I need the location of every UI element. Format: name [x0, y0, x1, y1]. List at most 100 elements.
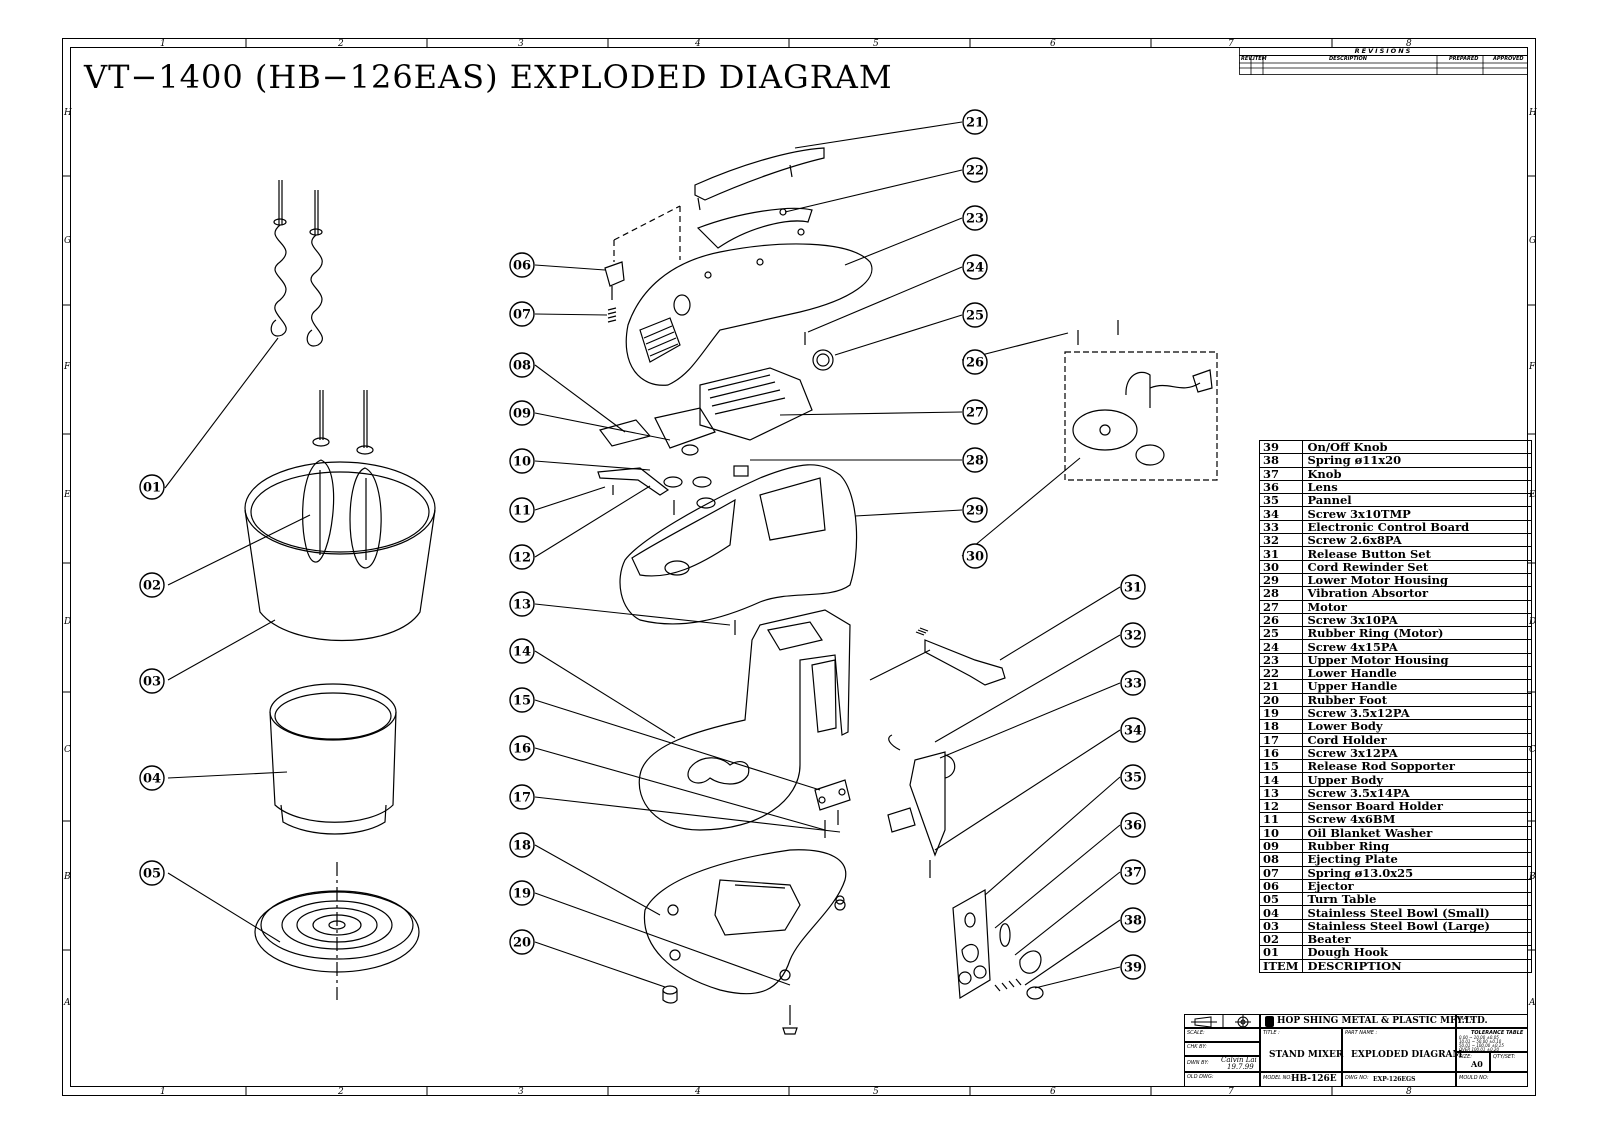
rev-header-description: DESCRIPTION [1329, 56, 1367, 62]
part-item-number: 26 [1258, 612, 1304, 628]
zone-column-label-top: 8 [1406, 39, 1412, 49]
callout-circle [1120, 907, 1146, 933]
callout-circle [1120, 574, 1146, 600]
callout-number: 23 [966, 212, 984, 227]
callout-circle [509, 832, 535, 858]
rev-header-rev: REV. [1241, 56, 1254, 62]
rev-header-prepared: PREPARED [1449, 56, 1479, 62]
part-item-number: 29 [1258, 572, 1304, 588]
callout-15: 15 [509, 687, 535, 713]
matl-label: MAT'L: [1459, 1016, 1476, 1022]
part-item-number: 13 [1258, 785, 1304, 801]
zone-column-label-bottom: 6 [1050, 1087, 1056, 1097]
company-cell: HOP SHING METAL & PLASTIC MFY.LTD. [1260, 1014, 1488, 1028]
callout-39: 39 [1120, 954, 1146, 980]
tolerance-row: 10.01 ~ 50.00 ±0.10 [1459, 1039, 1502, 1044]
motor-drawing [654, 349, 834, 449]
callout-09: 09 [509, 400, 535, 426]
part-description: Knob [1302, 466, 1532, 481]
dwn-cell: DWN BY: Calvin Lai 19.7.99 [1184, 1056, 1260, 1072]
part-item-number: 03 [1258, 918, 1304, 933]
part-item-number: 10 [1258, 825, 1304, 840]
part-description: Stainless Steel Bowl (Large) [1302, 918, 1532, 933]
callout-18: 18 [509, 832, 535, 858]
callout-circle [1120, 622, 1146, 648]
zone-column-label-top: 1 [160, 39, 166, 49]
zone-column-label-bottom: 1 [160, 1087, 166, 1097]
tolerance-row: OVER 100.01 ±0.20 [1459, 1047, 1499, 1052]
callout-circle [139, 474, 165, 500]
part-description: Rubber Ring (Motor) [1302, 626, 1532, 641]
part-item-number: 33 [1258, 519, 1304, 535]
callout-26: 26 [962, 349, 988, 375]
company-name: HOP SHING METAL & PLASTIC MFY.LTD. [1277, 1016, 1488, 1026]
callout-31: 31 [1120, 574, 1146, 600]
zone-row-label-right: H [1529, 108, 1537, 118]
size-value: A0 [1471, 1059, 1483, 1069]
part-description: Stainless Steel Bowl (Small) [1302, 905, 1532, 920]
part-item-number: 34 [1258, 506, 1304, 521]
callout-36: 36 [1120, 812, 1146, 838]
part-description: Release Button Set [1302, 546, 1532, 561]
part-item-number: 12 [1258, 799, 1304, 814]
dwg-cell: DWG NO: EXP-126EGS [1342, 1072, 1456, 1087]
part-item-number: 32 [1258, 533, 1304, 548]
zone-row-label-right: G [1529, 236, 1537, 246]
callout-circle [1120, 717, 1146, 743]
callout-number: 03 [143, 675, 161, 690]
part-name-value: EXPLODED DIAGRAM [1351, 1050, 1463, 1060]
callout-number: 28 [966, 454, 984, 469]
zone-row-label-left: F [64, 362, 71, 372]
callout-23: 23 [962, 205, 988, 231]
zone-column-label-bottom: 8 [1406, 1087, 1412, 1097]
tolerance-title: TOLERANCE TABLE [1471, 1030, 1524, 1036]
lower-body-drawing [643, 849, 847, 995]
callout-number: 34 [1124, 724, 1142, 739]
outer-border [62, 38, 1536, 1096]
part-description: Spring ø13.0x25 [1302, 865, 1532, 880]
part-item-number: 11 [1258, 812, 1304, 827]
part-item-number: 38 [1258, 453, 1304, 468]
zone-row-label-left: B [64, 872, 71, 882]
zone-row-label-right: C [1529, 745, 1536, 755]
callout-19: 19 [509, 880, 535, 906]
cord-rewinder-drawing [1064, 351, 1218, 481]
callout-number: 15 [513, 694, 531, 709]
callout-circle [962, 349, 988, 375]
part-item-number: 20 [1258, 692, 1304, 707]
part-description: Lower Body [1302, 719, 1532, 734]
upper-handle-drawing [694, 147, 825, 211]
title-label: TITLE : [1263, 1030, 1280, 1036]
size-label: SIZE: [1459, 1054, 1472, 1060]
callout-13: 13 [509, 591, 535, 617]
zone-row-label-left: E [64, 490, 71, 500]
part-description: Vibration Absortor [1302, 586, 1532, 601]
zone-row-label-right: E [1529, 490, 1536, 500]
turn-table-drawing [254, 862, 420, 1000]
dwn-label: DWN BY: [1187, 1060, 1209, 1066]
mould-label: MOULD NO: [1459, 1075, 1489, 1081]
part-item-number: 21 [1258, 679, 1304, 694]
callout-35: 35 [1120, 764, 1146, 790]
zone-column-label-bottom: 2 [338, 1087, 344, 1097]
dwn-date: 19.7.99 [1227, 1063, 1254, 1071]
callout-22: 22 [962, 157, 988, 183]
callout-circle [509, 544, 535, 570]
part-description: Turn Table [1302, 892, 1532, 907]
callout-11: 11 [509, 497, 535, 523]
callout-circle [1120, 859, 1146, 885]
